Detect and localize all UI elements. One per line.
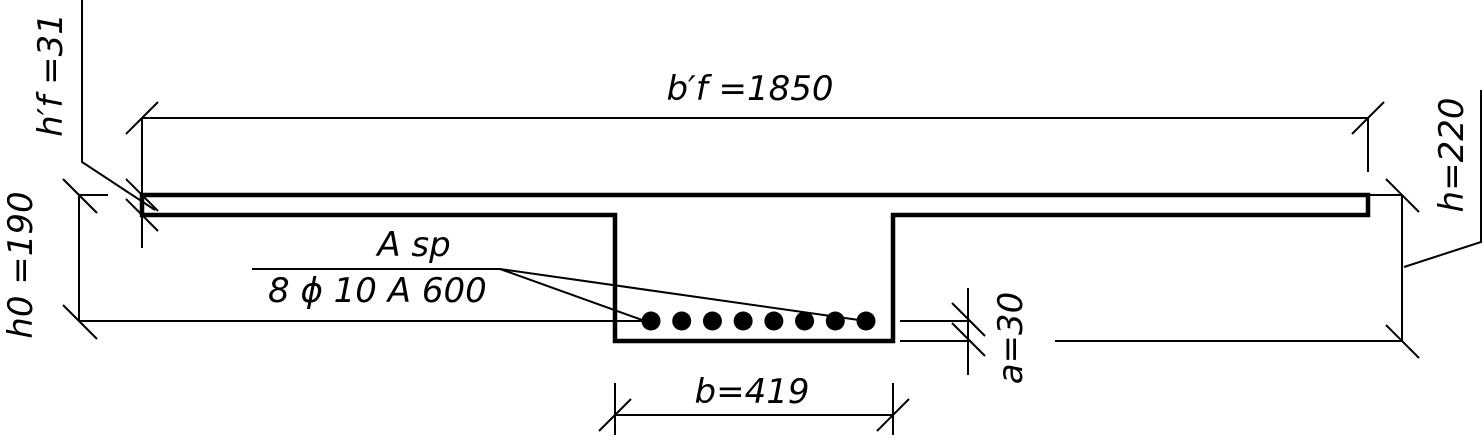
web-width-dimension: b=419 [598, 372, 910, 435]
flange-height-dimension: h′f =31 [31, 0, 159, 232]
web-width-label: b=419 [695, 372, 810, 412]
cover-label: a=30 [991, 292, 1031, 385]
rebar-bar [733, 311, 753, 331]
rebar-name-label: A sp [375, 225, 450, 265]
rebar-bar [795, 311, 815, 331]
section-outline [139, 192, 1371, 344]
total-height-label: h=220 [1432, 98, 1472, 213]
rebar-spec-label: 8 ϕ 10 A 600 [268, 271, 487, 311]
rebar-leader: A sp 8 ϕ 10 A 600 [252, 225, 867, 322]
flange-width-label: b′f =1850 [666, 69, 833, 109]
cover-dimension: a=30 [900, 288, 1031, 384]
rebar-group [641, 311, 876, 331]
total-height-dimension: h=220 [1055, 90, 1482, 359]
effective-depth-label: h0 =190 [1, 191, 41, 338]
rebar-bar [825, 311, 845, 331]
rebar-bar [641, 311, 661, 331]
effective-depth-dimension: h0 =190 [1, 178, 645, 340]
rebar-bar [702, 311, 722, 331]
rebar-bar [764, 311, 784, 331]
rebar-bar [672, 311, 692, 331]
flange-width-dimension: b′f =1850 [125, 69, 1385, 248]
flange-height-label: h′f =31 [31, 13, 71, 137]
